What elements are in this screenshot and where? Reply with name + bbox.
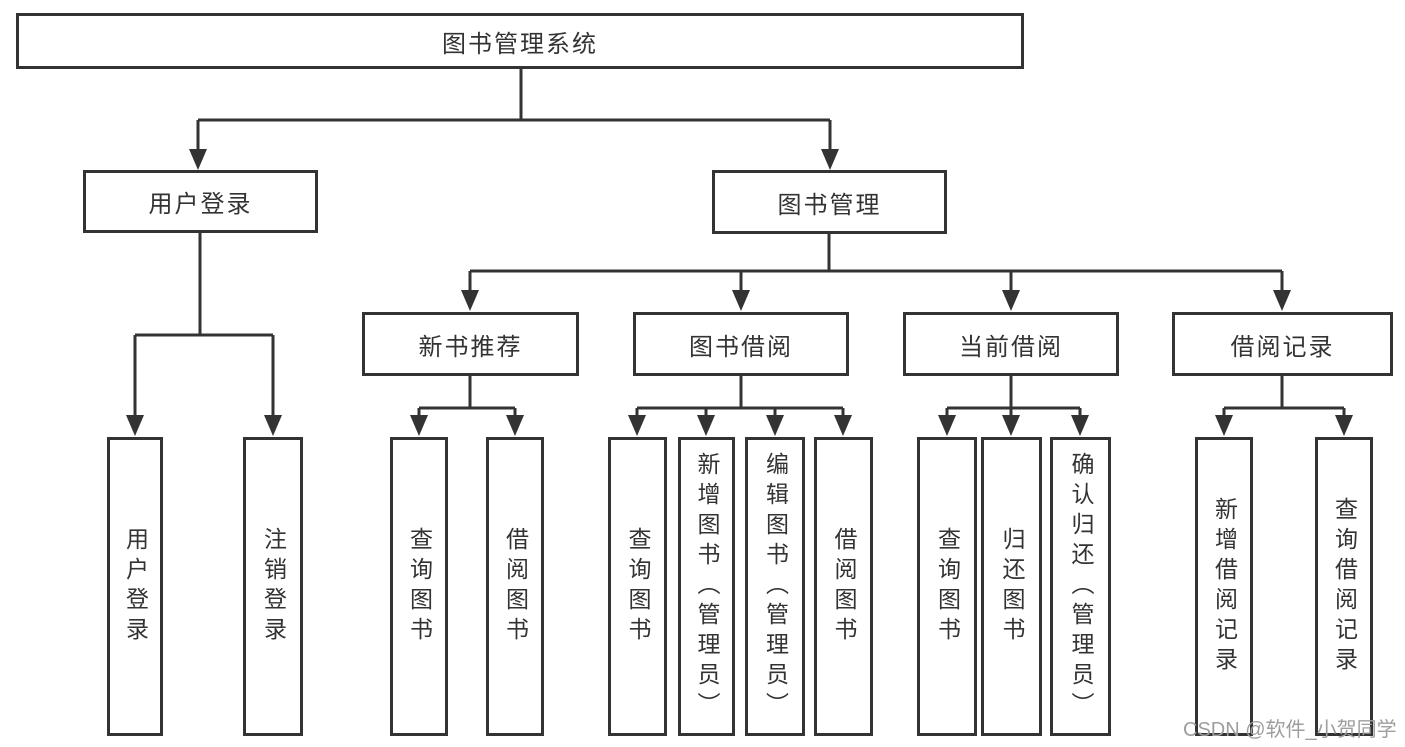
- node-label: 编辑图书（管理员）: [762, 451, 789, 722]
- node-label: 用户登录: [122, 526, 149, 647]
- node-current-borrow: 当前借阅: [903, 312, 1119, 376]
- node-label: 图书管理: [777, 191, 882, 219]
- connector-book-management-branch: [468, 234, 1284, 293]
- connector-book-borrow-branch: [635, 376, 845, 419]
- node-label: 借阅图书: [831, 526, 857, 647]
- leaf-user-login: 用户登录: [107, 437, 163, 736]
- connector-new-book-branch: [417, 376, 517, 419]
- node-borrow-records: 借阅记录: [1172, 312, 1393, 376]
- leaf-edit-books-admin: 编辑图书（管理员）: [745, 437, 805, 736]
- node-label: 图书借阅: [689, 333, 793, 361]
- leaf-query-books-current: 查询图书: [917, 437, 977, 736]
- node-label: 新增图书（管理员）: [694, 451, 720, 722]
- connector-borrow-records-branch: [1222, 376, 1346, 419]
- node-label: 新书推荐: [418, 333, 523, 361]
- node-label: 查询图书: [406, 526, 433, 647]
- leaf-confirm-return-admin: 确认归还（管理员）: [1050, 437, 1111, 736]
- node-label: 查询图书: [625, 526, 651, 647]
- leaf-return-books: 归还图书: [981, 437, 1042, 736]
- connector-current-borrow-branch: [945, 376, 1082, 419]
- node-label: 查询借阅记录: [1331, 496, 1358, 677]
- node-label: 新增借阅记录: [1211, 496, 1238, 677]
- node-label: 用户登录: [148, 191, 253, 218]
- node-book-borrow: 图书借阅: [633, 312, 849, 376]
- node-new-book-recommend: 新书推荐: [362, 312, 579, 376]
- node-label: 当前借阅: [959, 333, 1063, 361]
- leaf-add-books-admin: 新增图书（管理员）: [678, 437, 735, 736]
- node-label: 确认归还（管理员）: [1068, 451, 1094, 722]
- connector-root-to-level2: [196, 69, 832, 152]
- node-label: 图书管理系统: [442, 30, 598, 58]
- node-label: 查询图书: [934, 526, 961, 647]
- node-label: 借阅记录: [1230, 333, 1335, 361]
- leaf-query-books-borrow: 查询图书: [608, 437, 667, 736]
- leaf-logout: 注销登录: [243, 437, 303, 736]
- node-label: 借阅图书: [502, 526, 529, 647]
- leaf-borrow-books-recommend: 借阅图书: [486, 437, 544, 736]
- leaf-query-books-recommend: 查询图书: [390, 437, 448, 736]
- csdn-watermark: CSDN @软件_小贺同学: [1183, 719, 1397, 741]
- node-user-login: 用户登录: [83, 170, 318, 233]
- leaf-query-borrow-record: 查询借阅记录: [1315, 437, 1373, 736]
- leaf-borrow-books: 借阅图书: [814, 437, 873, 736]
- node-book-management: 图书管理: [712, 170, 947, 234]
- node-library-management-system: 图书管理系统: [16, 13, 1024, 69]
- arrowheads: [126, 149, 1353, 436]
- node-label: 注销登录: [260, 526, 287, 647]
- leaf-add-borrow-record: 新增借阅记录: [1195, 437, 1253, 736]
- connector-user-login-branch: [133, 233, 275, 419]
- node-label: 归还图书: [999, 526, 1025, 647]
